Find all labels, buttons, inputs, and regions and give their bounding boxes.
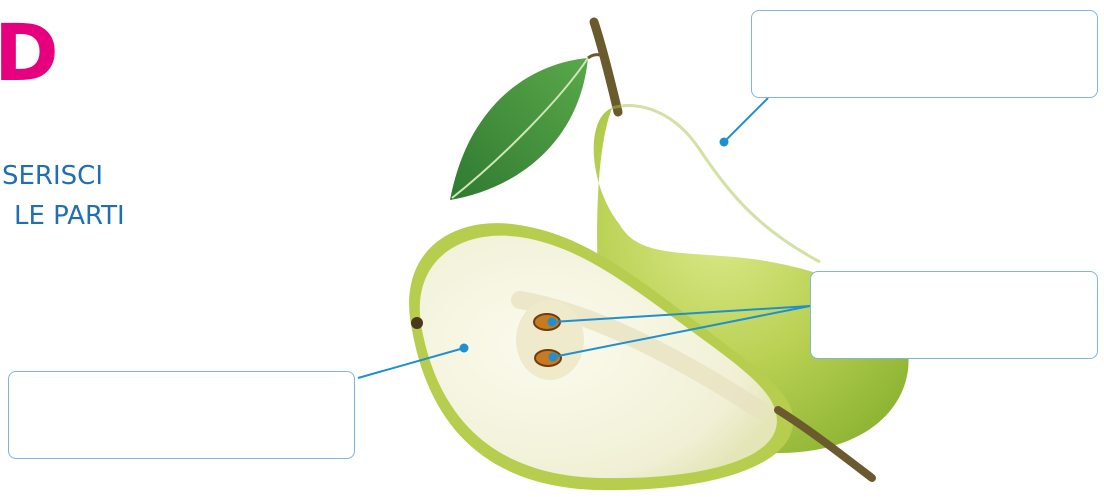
marker-seed-lower — [549, 353, 558, 362]
marker-skin — [720, 138, 729, 147]
connector-skin — [724, 98, 768, 142]
leaf — [450, 55, 600, 200]
answer-box-seeds[interactable] — [810, 271, 1098, 359]
marker-seed-upper — [548, 318, 557, 327]
answer-box-pulp[interactable] — [8, 371, 355, 459]
answer-box-skin[interactable] — [751, 10, 1098, 98]
whole-pear-stem — [594, 22, 618, 112]
marker-pulp — [460, 344, 469, 353]
